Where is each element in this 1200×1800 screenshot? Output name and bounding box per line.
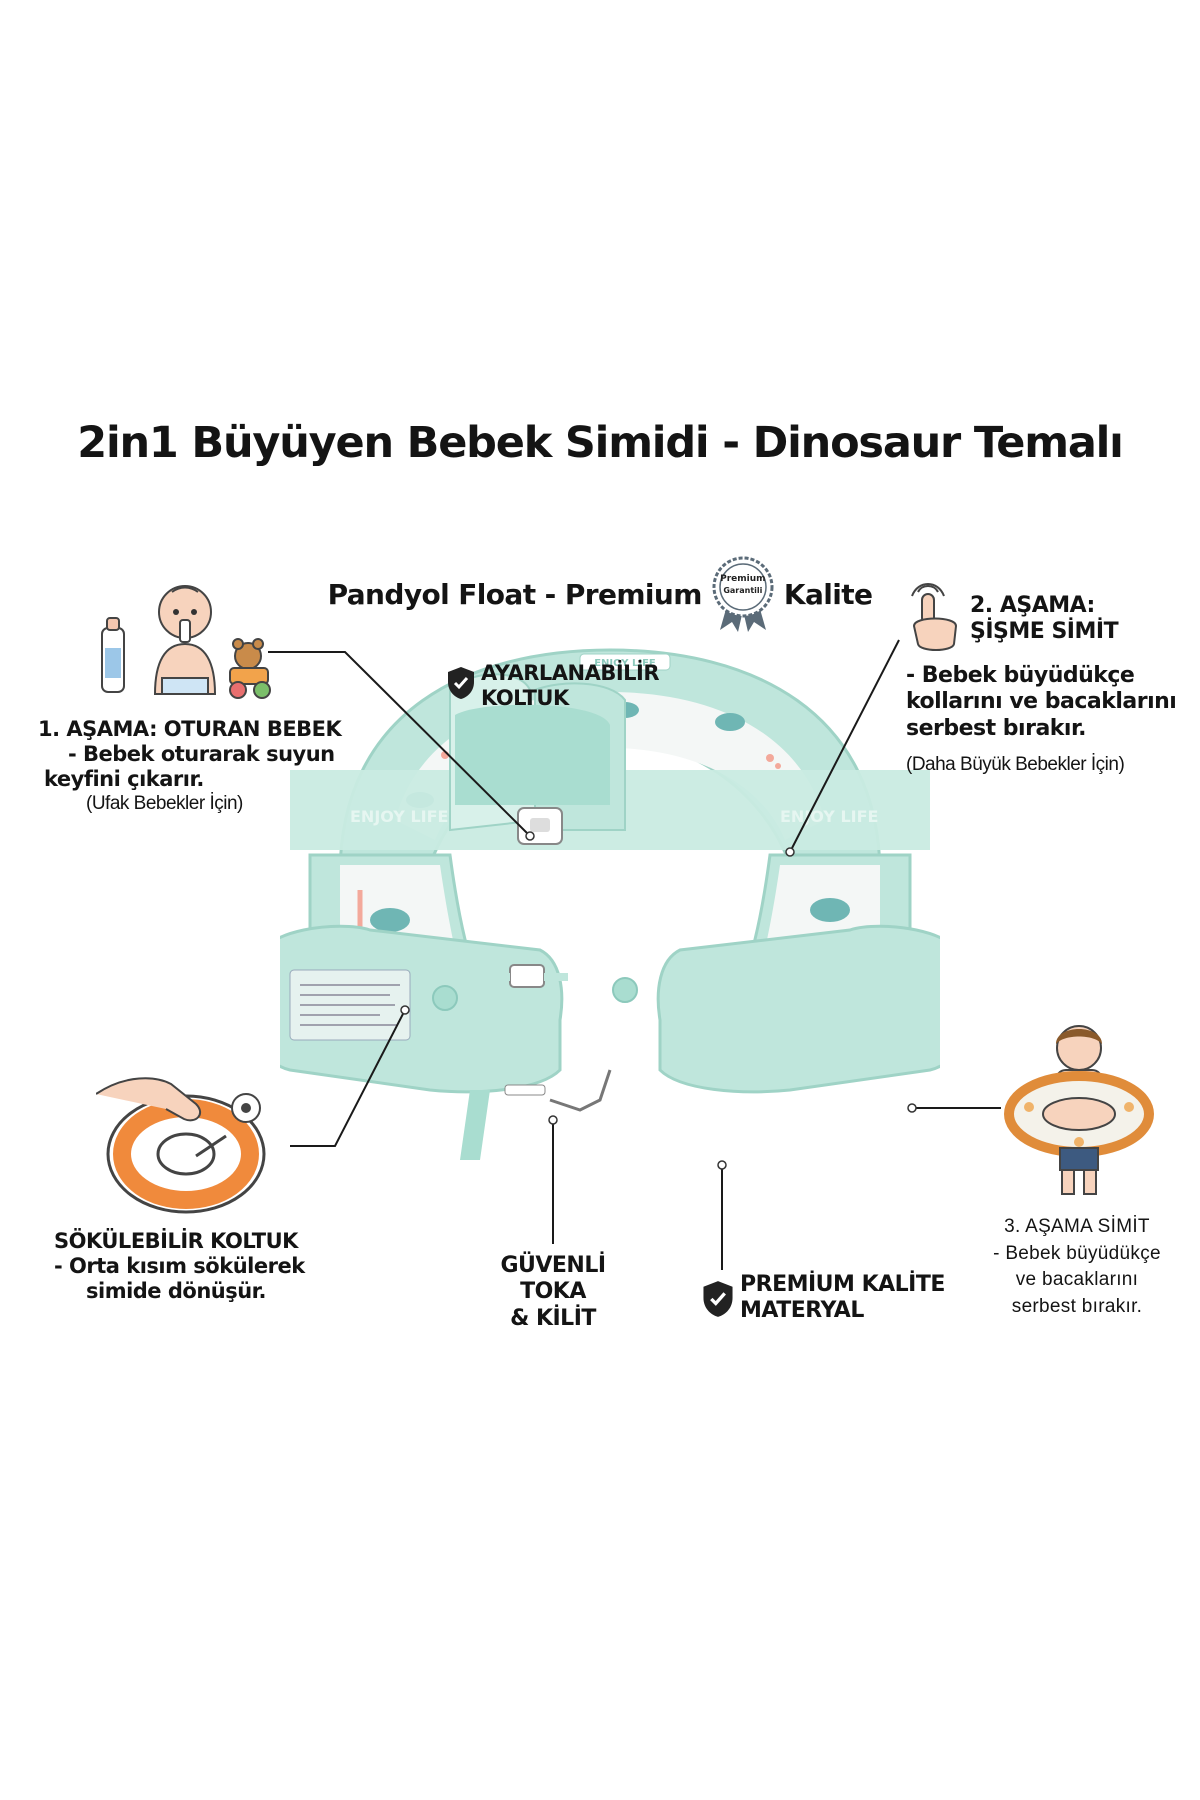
- seat-line2: KOLTUK: [481, 686, 569, 711]
- subtitle-right: Kalite: [783, 577, 873, 611]
- stage2-callout: - Bebek büyüdükçe kollarını ve bacakları…: [906, 663, 1177, 777]
- badge-line1: Premium: [720, 574, 766, 584]
- stage2-title: 2. AŞAMA: ŞİŞME SİMİT: [970, 593, 1119, 646]
- stage3-desc2: ve bacaklarını: [1015, 1269, 1139, 1291]
- stage2-desc3: serbest bırakır.: [906, 715, 1087, 741]
- print-enjoy-life-right: ENJOY LIFE: [780, 807, 878, 826]
- seat-line1: AYARLANABİLİR: [481, 661, 660, 685]
- child-swim-ring-icon: [1004, 1025, 1154, 1195]
- material-callout: PREMİUM KALİTE MATERYAL: [740, 1272, 945, 1325]
- material-line1: PREMİUM KALİTE: [740, 1272, 945, 1297]
- subtitle: Pandyol Float - Premium Premium Garantil…: [0, 556, 1200, 632]
- buckle-line2: TOKA: [520, 1279, 586, 1305]
- print-enjoy-life-left: ENJOY LIFE: [350, 807, 448, 826]
- sitting-baby-icon: [101, 585, 271, 699]
- stage1-desc1: - Bebek oturarak suyun: [68, 742, 335, 767]
- shield-check-icon-material: [703, 1281, 733, 1317]
- stage1-title: 1. AŞAMA: OTURAN BEBEK: [38, 717, 342, 741]
- finger-press-icon: [911, 583, 958, 651]
- stage2-title1: 2. AŞAMA:: [970, 593, 1095, 618]
- buckle-line3: & KİLİT: [510, 1305, 596, 1331]
- removable-desc1: - Orta kısım sökülerek: [54, 1254, 305, 1279]
- removable-seat-icon: [96, 1077, 266, 1214]
- stage2-desc1: - Bebek büyüdükçe: [906, 663, 1135, 688]
- buckle-callout: GÜVENLİ TOKA & KİLİT: [498, 1253, 608, 1332]
- stage3-title: 3. AŞAMA SİMİT: [1004, 1216, 1150, 1237]
- stage2-title2: ŞİŞME SİMİT: [970, 619, 1119, 645]
- removable-title: SÖKÜLEBİLİR KOLTUK: [54, 1229, 298, 1253]
- buckle-line1: GÜVENLİ: [500, 1253, 606, 1278]
- shield-check-icon: [448, 667, 474, 699]
- print-enjoy-life-top: ENJOY LIFE: [594, 658, 656, 669]
- removable-callout: SÖKÜLEBİLİR KOLTUK - Orta kısım sökülere…: [54, 1229, 305, 1305]
- stage3-desc1: - Bebek büyüdükçe: [993, 1242, 1161, 1264]
- removable-desc2: simide dönüşür.: [86, 1279, 267, 1304]
- stage1-callout: 1. AŞAMA: OTURAN BEBEK - Bebek oturarak …: [38, 717, 342, 815]
- stage2-desc2: kollarını ve bacaklarını: [906, 689, 1177, 715]
- baby-float-product-image: ENJOY LIFE ENJOY LIFE ENJOY LIFE: [280, 648, 940, 1160]
- premium-badge-icon: Premium Garantili: [708, 556, 778, 632]
- stage3-callout: 3. AŞAMA SİMİT - Bebek büyüdükçe ve baca…: [962, 1214, 1192, 1320]
- stage3-desc3: serbest bırakır.: [1011, 1295, 1143, 1317]
- badge-line2: Garantili: [723, 586, 763, 595]
- seat-callout: AYARLANABİLİR KOLTUK: [481, 661, 660, 711]
- stage2-note: (Daha Büyük Bebekler İçin): [906, 754, 1125, 776]
- stage1-note: (Ufak Bebekler İçin): [86, 792, 243, 814]
- stage1-desc2: keyfini çıkarır.: [44, 767, 204, 792]
- material-line2: MATERYAL: [740, 1298, 864, 1324]
- page-title: 2in1 Büyüyen Bebek Simidi - Dinosaur Tem…: [77, 418, 1124, 468]
- subtitle-left: Pandyol Float - Premium: [327, 577, 703, 611]
